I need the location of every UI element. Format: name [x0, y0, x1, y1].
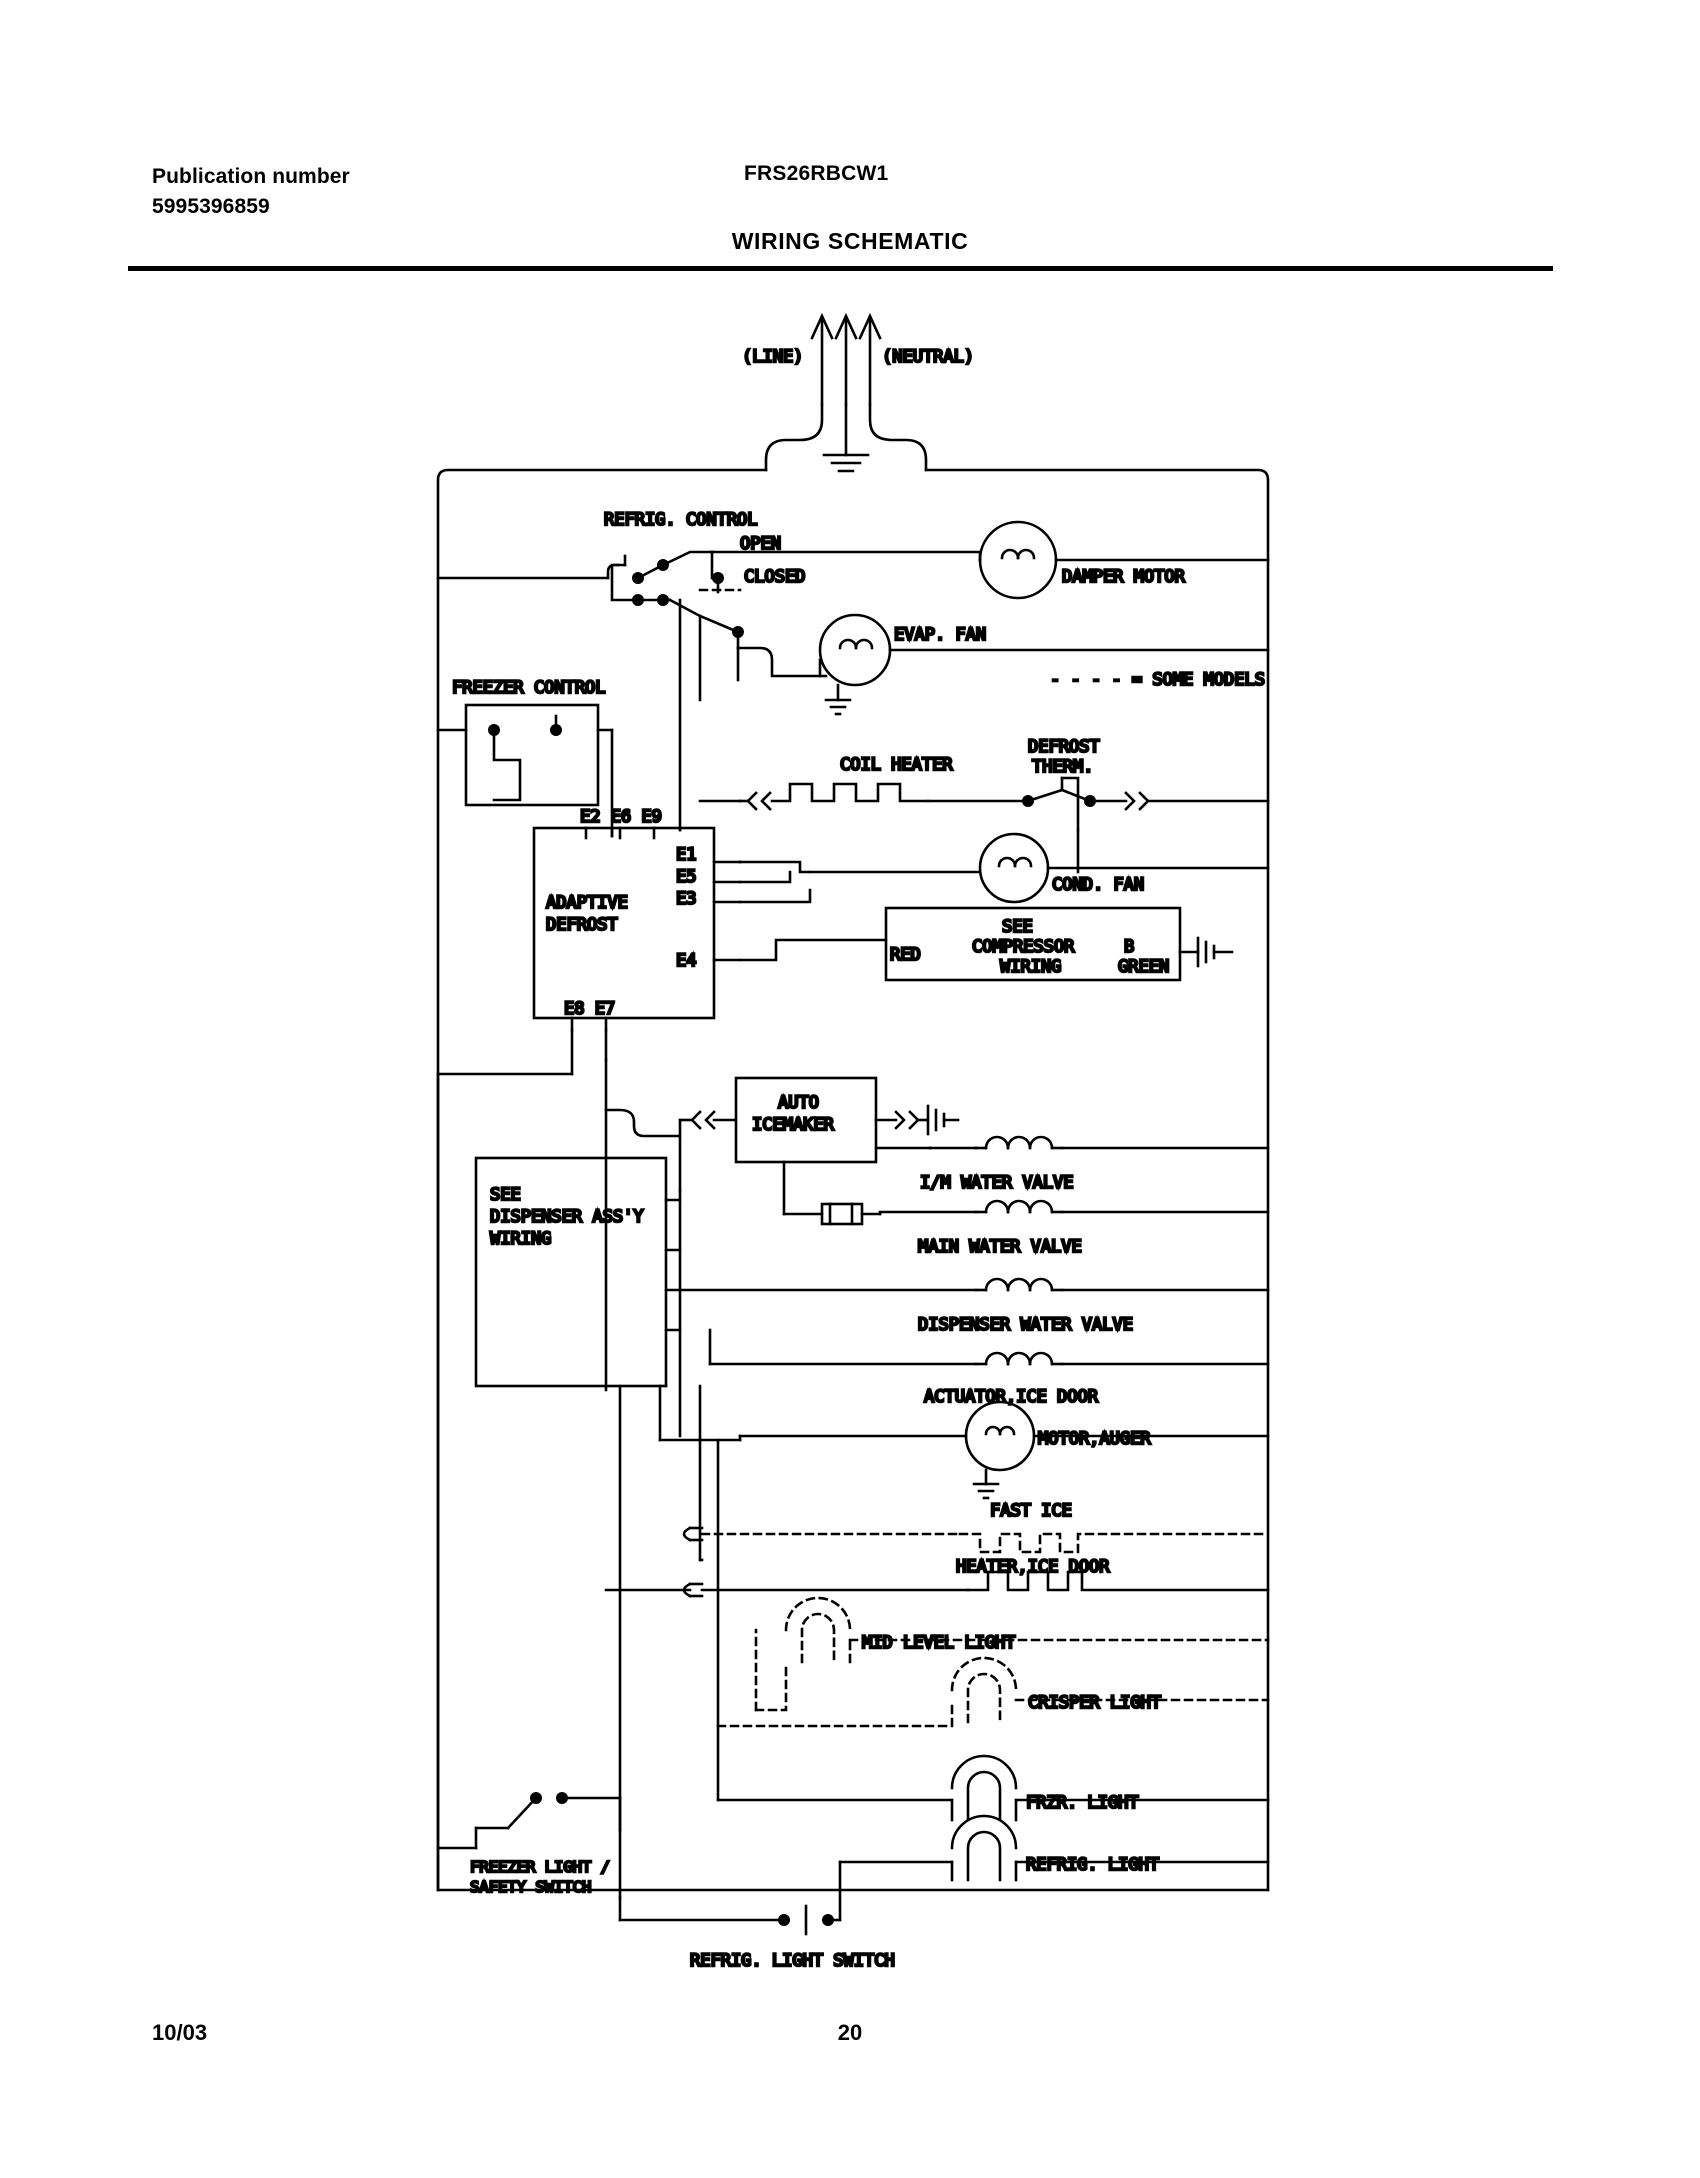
label-see: SEE [1002, 917, 1033, 937]
label-line: (LINE) [742, 347, 803, 367]
mid-level-light-symbol [754, 1596, 1270, 1712]
label-mid-level-light: MID LEVEL LIGHT [862, 1633, 1016, 1653]
label-im-water-valve: I/M WATER VALVE [920, 1173, 1074, 1193]
dispenser-assy-box [474, 1156, 682, 1832]
label-frzr-light: FRZR. LIGHT [1026, 1793, 1139, 1813]
label-e4: E4 [676, 951, 696, 971]
label-wiring: WIRING [1000, 957, 1061, 977]
coil-heater-circuit [698, 776, 1270, 832]
damper-motor-symbol [710, 520, 1270, 600]
heater-ice-door-circuit [604, 1570, 1270, 1598]
refrig-light-switch [618, 1896, 842, 1936]
label-actuator-ice-door: ACTUATOR,ICE DOOR [924, 1387, 1099, 1407]
label-e-bottom: E8 E7 [564, 999, 615, 1019]
adaptive-defrost-wiring [436, 826, 1080, 1892]
label-see-disp-2: DISPENSER ASS'Y [490, 1207, 644, 1227]
label-damper-motor: DAMPER MOTOR [1062, 567, 1186, 587]
fast-ice-circuit [700, 1532, 1270, 1554]
label-refrig-light-switch: REFRIG. LIGHT SWITCH [690, 1951, 895, 1971]
label-motor-auger: MOTOR,AUGER [1038, 1429, 1151, 1449]
label-e5: E5 [676, 867, 696, 887]
evap-fan-symbol [736, 613, 1270, 716]
document-header: Publication number 5995396859 FRS26RBCW1… [0, 0, 1700, 290]
page-title: WIRING SCHEMATIC [731, 228, 969, 254]
refrig-control-switch [436, 550, 744, 832]
label-some-models: - - - - = SOME MODELS [1050, 670, 1265, 690]
label-heater-ice-door: HEATER,ICE DOOR [956, 1557, 1110, 1577]
footer-page-number: 20 [837, 2020, 863, 2045]
label-compressor: COMPRESSOR [972, 937, 1075, 957]
label-coil-heater: COIL HEATER [840, 755, 953, 775]
label-fast-ice: FAST ICE [990, 1501, 1072, 1521]
compressor-wiring-box: SEE COMPRESSOR WIRING RED B GREEN [884, 906, 1234, 982]
label-e-top: E2 E6 E9 [580, 807, 662, 827]
im-water-valve-symbol [874, 1135, 1270, 1150]
label-icemaker: ICEMAKER [752, 1115, 835, 1135]
label-cond-fan: COND. FAN [1052, 875, 1144, 895]
freezer-light-safety-switch [436, 1792, 622, 1900]
schematic-outer-frame [436, 468, 1270, 1892]
label-neutral: (NEUTRAL) [882, 347, 974, 367]
crisper-light-symbol [716, 1656, 1270, 1728]
footer-date: 10/03 [152, 2020, 208, 2045]
publication-label: Publication number [152, 165, 350, 188]
auto-icemaker-box [604, 1076, 960, 1192]
publication-number: 5995396859 [152, 195, 270, 218]
label-crisper-light: CRISPER LIGHT [1028, 1693, 1161, 1713]
actuator-ice-door-symbol [708, 1328, 1270, 1366]
label-defrost-therm-2: THERM. [1032, 757, 1093, 777]
label-main-water-valve: MAIN WATER VALVE [918, 1237, 1082, 1257]
dispenser-distribution [658, 1188, 742, 1802]
label-defrost: DEFROST [546, 915, 618, 935]
power-drop-wires [764, 403, 928, 473]
dispenser-water-valve-symbol [678, 1277, 1270, 1292]
label-b: B [1124, 937, 1134, 957]
cond-fan-symbol [808, 832, 1270, 904]
label-adaptive: ADAPTIVE [546, 893, 628, 913]
label-dispenser-water-valve: DISPENSER WATER VALVE [918, 1315, 1133, 1335]
label-freezer-light-2: SAFETY SWITCH [470, 1878, 591, 1896]
model-number: FRS26RBCW1 [744, 162, 889, 185]
label-e3: E3 [676, 889, 696, 909]
freezer-control-box [436, 703, 614, 838]
label-freezer-control: FREEZER CONTROL [452, 678, 606, 698]
label-refrig-control: REFRIG. CONTROL [604, 510, 758, 530]
refrig-light-symbol [838, 1814, 1270, 1922]
label-open: OPEN [740, 534, 781, 554]
label-freezer-light-1: FREEZER LIGHT / [470, 1858, 610, 1876]
label-see-disp-3: WIRING [490, 1229, 551, 1249]
label-defrost-therm-1: DEFROST [1028, 737, 1100, 757]
label-refrig-light: REFRIG. LIGHT [1026, 1855, 1159, 1875]
main-water-valve-symbol [782, 1160, 1270, 1226]
label-see-disp-1: SEE [490, 1185, 521, 1205]
label-red: RED [890, 945, 921, 965]
power-entry-arrows [810, 312, 882, 407]
motor-auger-symbol [738, 1400, 1270, 1500]
label-evap-fan: EVAP. FAN [894, 625, 986, 645]
label-e1: E1 [676, 845, 696, 865]
label-auto: AUTO [778, 1093, 819, 1113]
label-green: GREEN [1118, 957, 1169, 977]
header-divider [128, 266, 1553, 271]
adaptive-defrost-box [532, 826, 742, 1032]
publication-block: Publication number 5995396859 [152, 162, 350, 222]
frzr-light-symbol [716, 1754, 1270, 1822]
label-closed: CLOSED [744, 567, 805, 587]
